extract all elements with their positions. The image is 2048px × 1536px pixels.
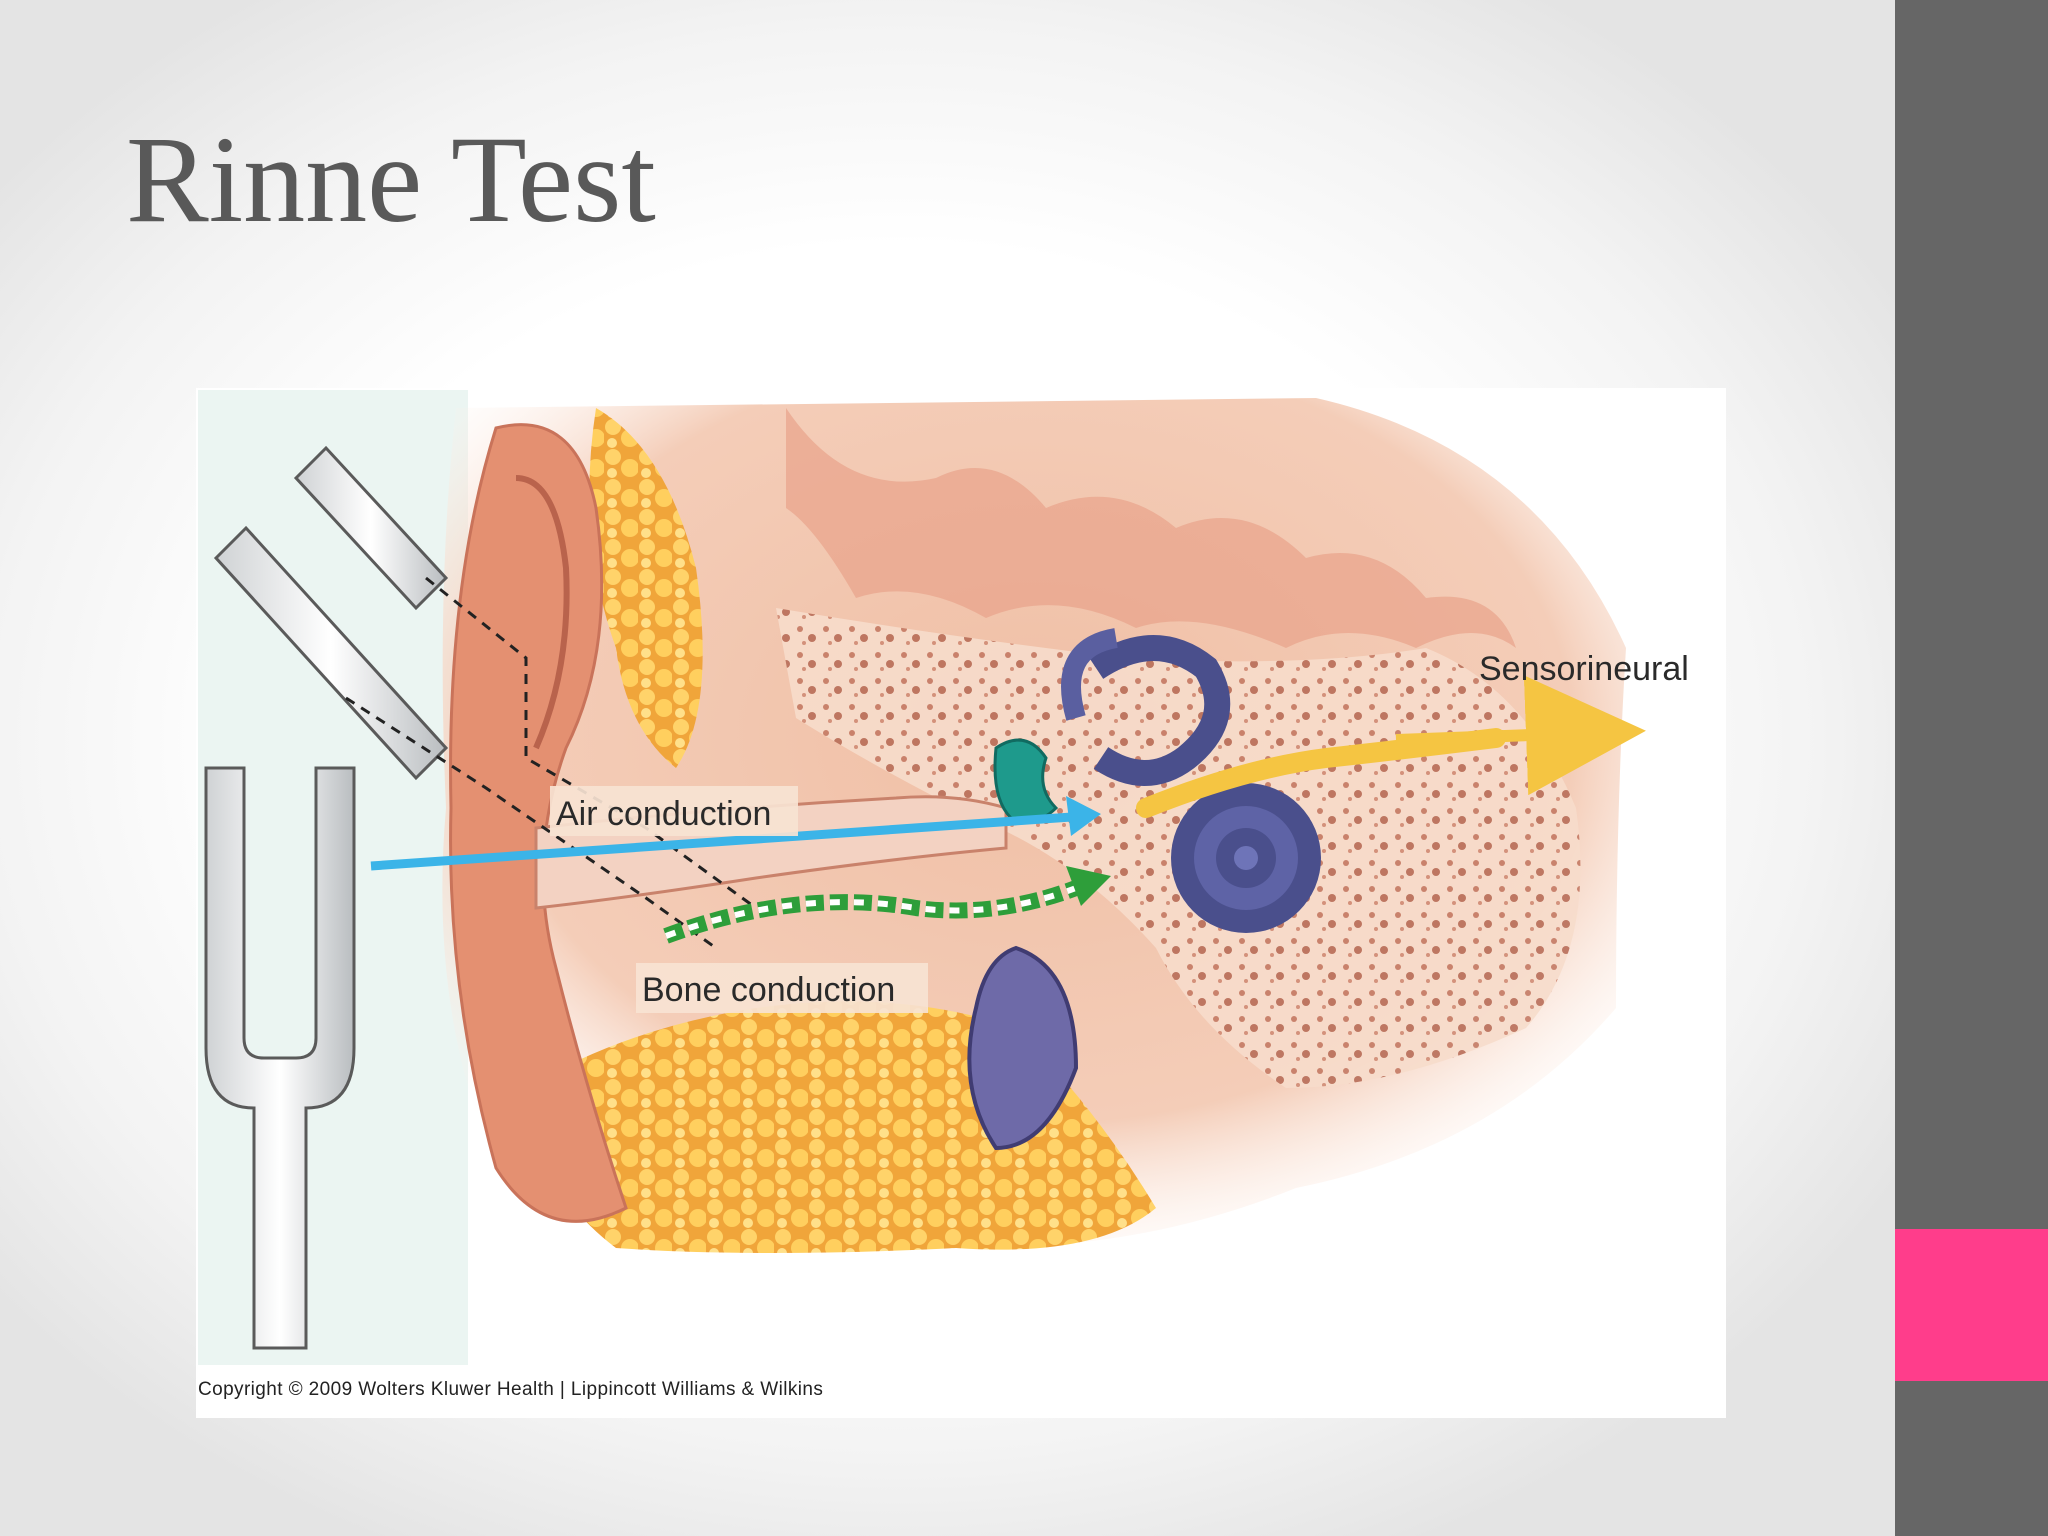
copyright-notice: Copyright © 2009 Wolters Kluwer Health |… bbox=[198, 1379, 824, 1400]
air-conduction-arrow bbox=[370, 811, 1087, 871]
inner-ear bbox=[1061, 628, 1321, 933]
eustachian-structure bbox=[967, 945, 1079, 1151]
air-conduction-arrowhead bbox=[1066, 796, 1101, 836]
fat-tissue-upper bbox=[589, 408, 703, 768]
ear-illustration: Air conduction Bone conduction Sensorine… bbox=[196, 388, 1726, 1418]
bone-conduction-arrow-inner bbox=[664, 885, 1078, 939]
tuning-fork-angled bbox=[213, 445, 449, 781]
bone-conduction-arrowhead bbox=[1066, 866, 1111, 906]
nerve-bundle bbox=[1136, 728, 1506, 818]
outer-ear bbox=[449, 423, 628, 1223]
tuning-fork-upright bbox=[204, 766, 356, 1350]
sensorineural-arrow bbox=[1395, 675, 1646, 796]
air-label-bg bbox=[550, 786, 798, 836]
sensorineural-label: Sensorineural bbox=[1479, 650, 1689, 688]
ossicles bbox=[993, 738, 1059, 823]
side-accent-bar bbox=[1895, 1229, 2048, 1381]
ear-fold bbox=[515, 475, 570, 750]
bone-label-bg bbox=[636, 963, 928, 1013]
contact-line-lower bbox=[345, 696, 717, 950]
slide-title: Rinne Test bbox=[126, 111, 656, 248]
ear-anatomy-figure: Air conduction Bone conduction Sensorine… bbox=[196, 388, 1726, 1418]
air-conduction-label: Air conduction bbox=[556, 795, 771, 833]
bone-conduction-label: Bone conduction bbox=[642, 971, 895, 1009]
brain-tissue bbox=[786, 408, 1516, 648]
